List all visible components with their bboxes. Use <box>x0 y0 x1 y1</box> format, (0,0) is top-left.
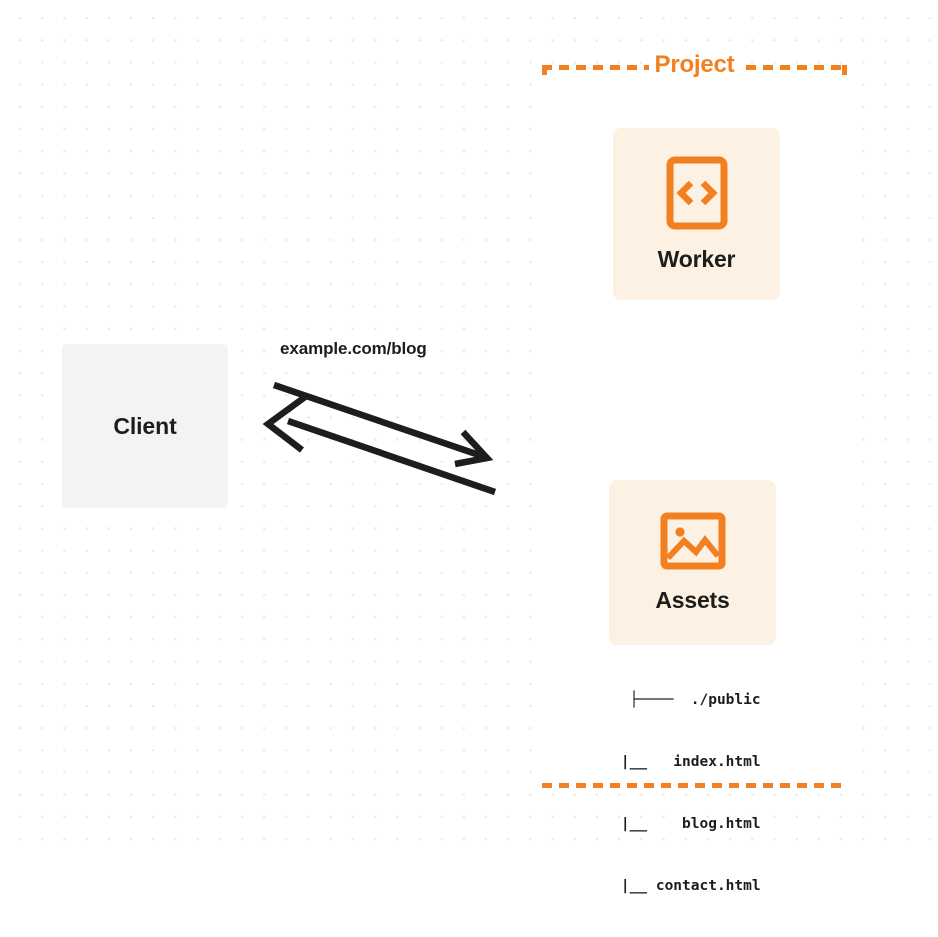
file-tree-line: |__ index.html <box>586 753 761 770</box>
assets-node-label: Assets <box>655 587 730 613</box>
project-border-left <box>542 65 547 788</box>
assets-node[interactable]: Assets <box>609 480 776 645</box>
response-arrow <box>262 394 497 496</box>
worker-node-label: Worker <box>657 245 736 272</box>
worker-node[interactable]: Worker <box>613 128 780 300</box>
project-border-bottom <box>542 783 847 788</box>
client-node[interactable]: Client <box>62 344 228 508</box>
image-icon <box>660 512 725 570</box>
project-border-right <box>842 65 847 788</box>
request-url-label: example.com/blog <box>280 339 427 358</box>
file-tree-line: |__ blog.html <box>586 815 761 832</box>
request-arrow <box>272 381 494 468</box>
code-file-icon <box>666 156 727 229</box>
worker-icon-wrap <box>666 156 728 230</box>
client-node-label: Client <box>113 412 177 439</box>
project-title: Project <box>648 51 741 79</box>
file-tree-line: |__ contact.html <box>586 877 761 894</box>
project-container: Project Worker Assets ├──── ./public |__… <box>542 51 847 894</box>
file-tree-line: ├──── ./public <box>629 692 761 709</box>
assets-icon-wrap <box>660 511 726 571</box>
connection-arrows <box>262 381 497 496</box>
